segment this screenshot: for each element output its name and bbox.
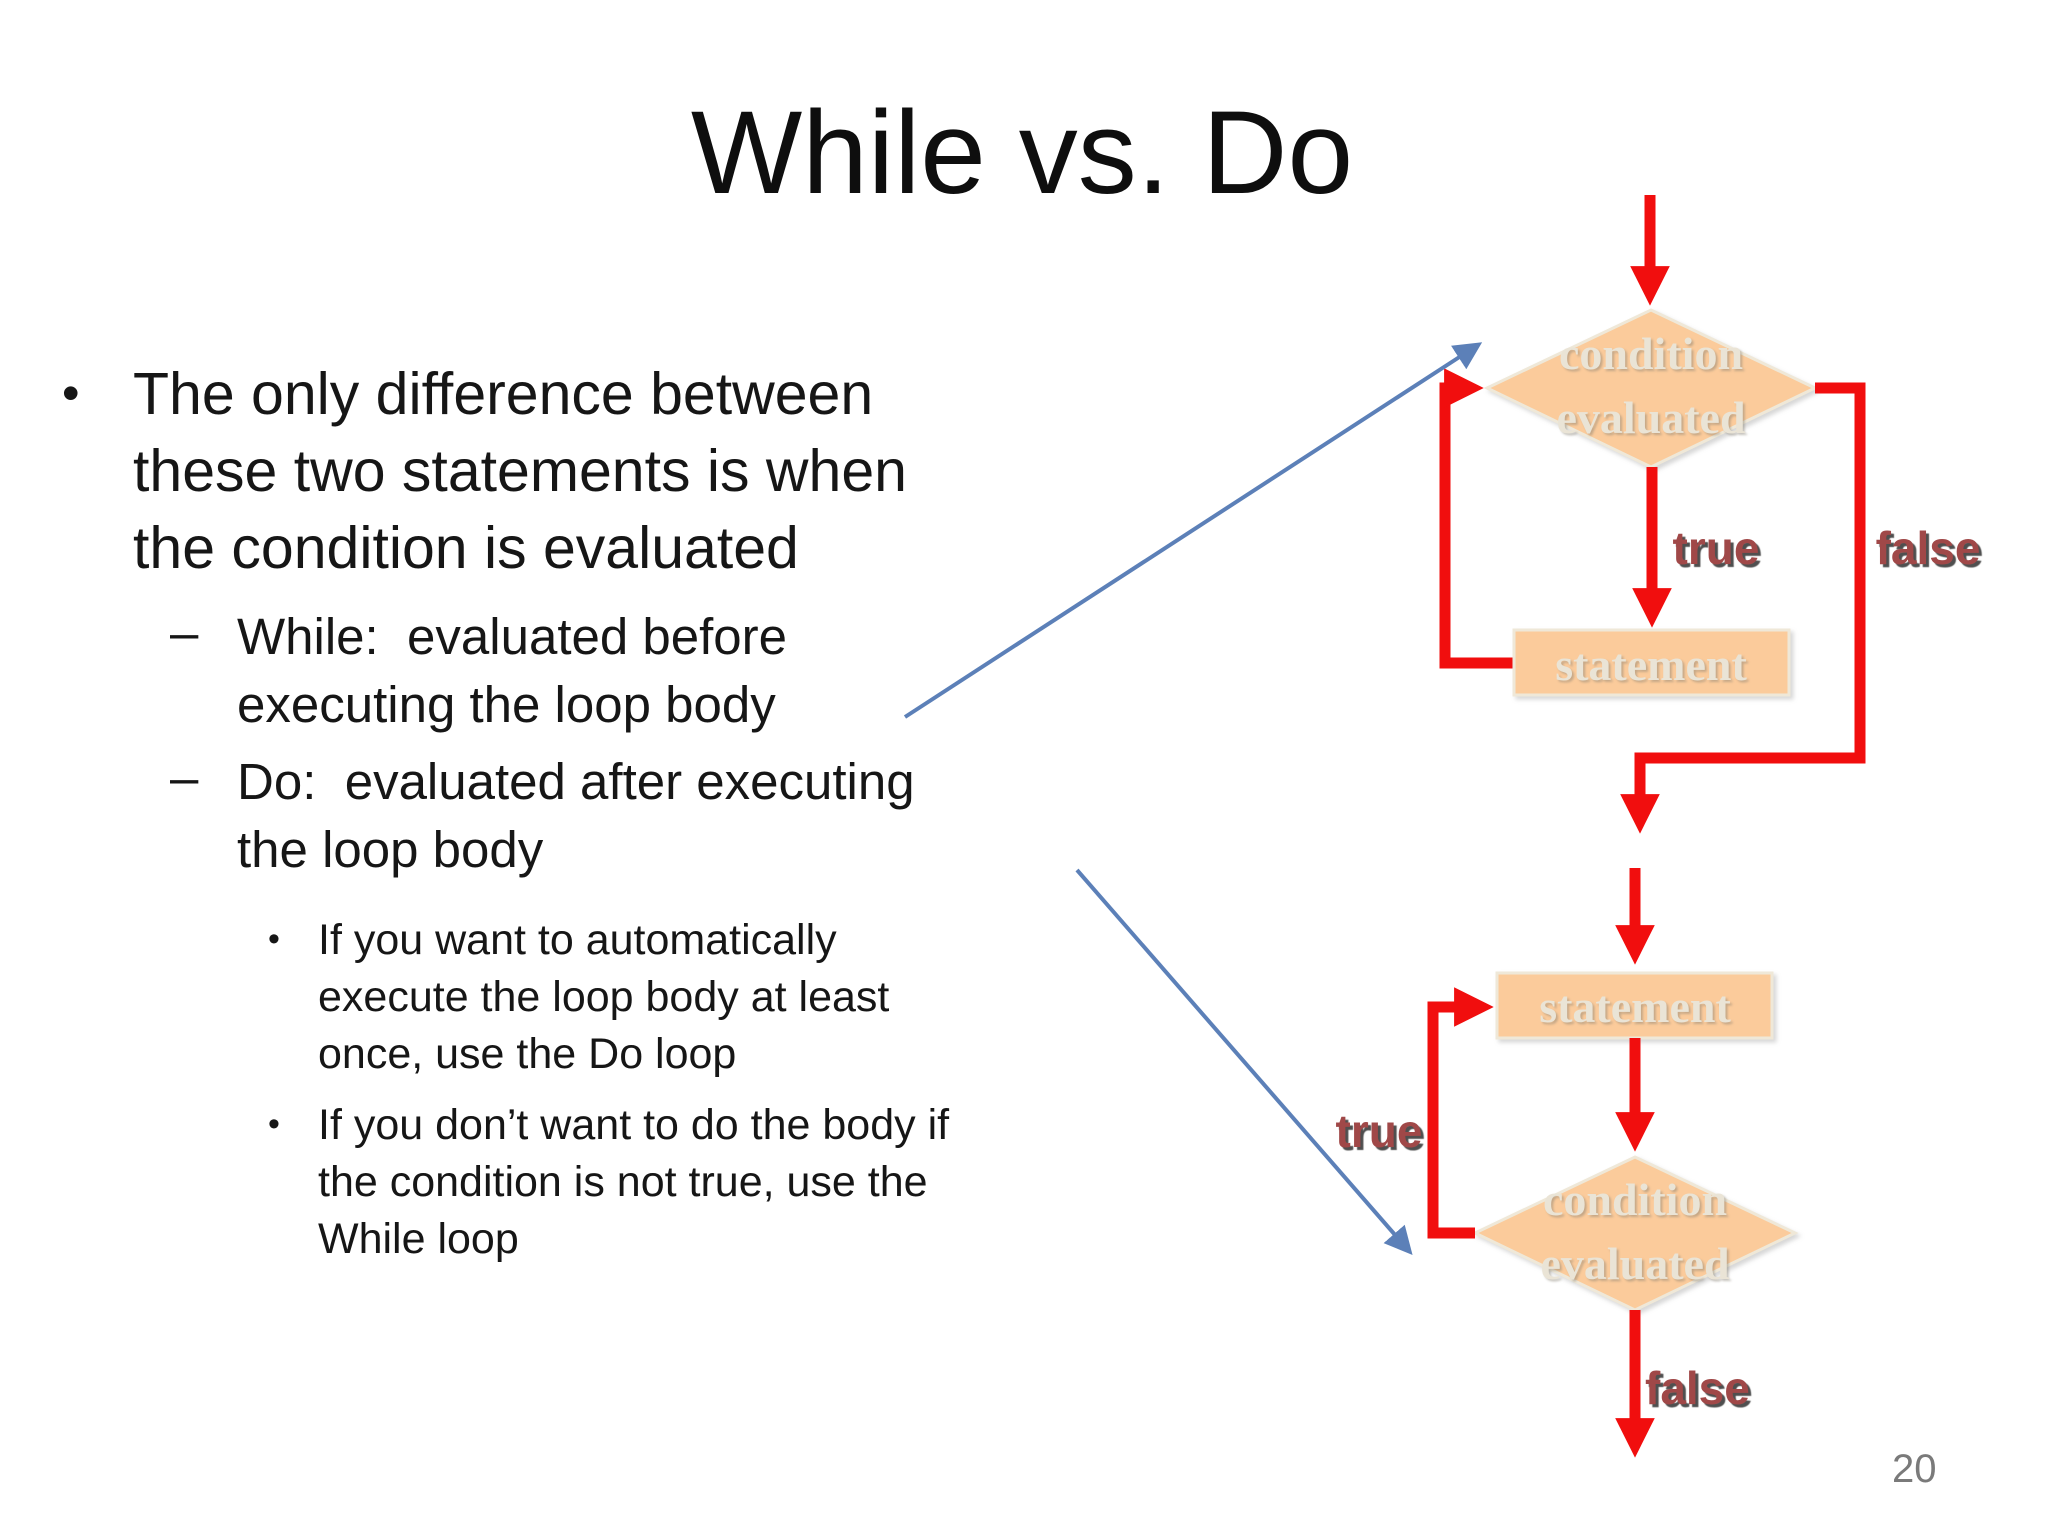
bullet-line: Do: evaluated after executing	[237, 753, 915, 810]
bullet-marker: –	[170, 604, 199, 661]
bullet-line: The only difference between	[133, 361, 874, 427]
bullet-level3-while-loop: If you don’t want to do the body if the …	[318, 1097, 949, 1268]
while-condition-label: condition evaluated	[1556, 322, 1745, 450]
bullet-line: execute the loop body at least	[318, 973, 890, 1021]
while-condition-line1: condition	[1558, 328, 1744, 379]
bullet-line: once, use the Do loop	[318, 1030, 737, 1078]
bullet-line: If you don’t want to do the body if	[318, 1101, 950, 1149]
do-true-loopback-arrow	[1427, 987, 1494, 1239]
do-callout-arrow	[1075, 868, 1413, 1255]
page-title: While vs. Do	[690, 87, 1354, 219]
while-false-arrow	[1620, 382, 1866, 834]
while-true-label: true	[1672, 522, 1760, 574]
bullet-marker: –	[170, 749, 199, 806]
bullet-marker: •	[62, 365, 80, 421]
while-loopback-arrow	[1439, 368, 1514, 669]
while-condition-line2: evaluated	[1556, 392, 1746, 443]
do-statement-label: statement	[1539, 981, 1731, 1032]
bullet-line: executing the loop body	[237, 676, 776, 733]
while-callout-arrow	[903, 342, 1483, 719]
bullet-line: the condition is not true, use the	[318, 1158, 928, 1206]
bullet-marker: •	[268, 1105, 280, 1143]
bullet-line: If you want to automatically	[318, 916, 837, 964]
do-false-label: false	[1645, 1362, 1750, 1414]
do-condition-label: condition evaluated	[1540, 1168, 1729, 1296]
page-number: 20	[1892, 1447, 1937, 1491]
do-condition-line2: evaluated	[1540, 1238, 1730, 1289]
bullet-marker: •	[268, 920, 280, 958]
bullet-line: While: evaluated before	[237, 608, 787, 665]
while-statement-label: statement	[1555, 639, 1747, 690]
bullet-line: these two statements is when	[133, 438, 907, 504]
do-condition-line1: condition	[1542, 1174, 1728, 1225]
bullet-level2-while: While: evaluated before executing the lo…	[237, 603, 787, 739]
do-true-label: true	[1335, 1105, 1423, 1157]
bullet-line: While loop	[318, 1215, 519, 1263]
bullet-level2-do: Do: evaluated after executing the loop b…	[237, 748, 915, 884]
do-statement-box	[1495, 971, 1774, 1040]
while-false-label: false	[1875, 522, 1981, 574]
bullet-level1-text: The only difference between these two st…	[133, 356, 907, 587]
bullet-line: the condition is evaluated	[133, 515, 799, 581]
bullet-line: the loop body	[237, 821, 544, 878]
bullet-level3-do-loop: If you want to automatically execute the…	[318, 912, 889, 1083]
while-statement-box	[1512, 628, 1791, 697]
